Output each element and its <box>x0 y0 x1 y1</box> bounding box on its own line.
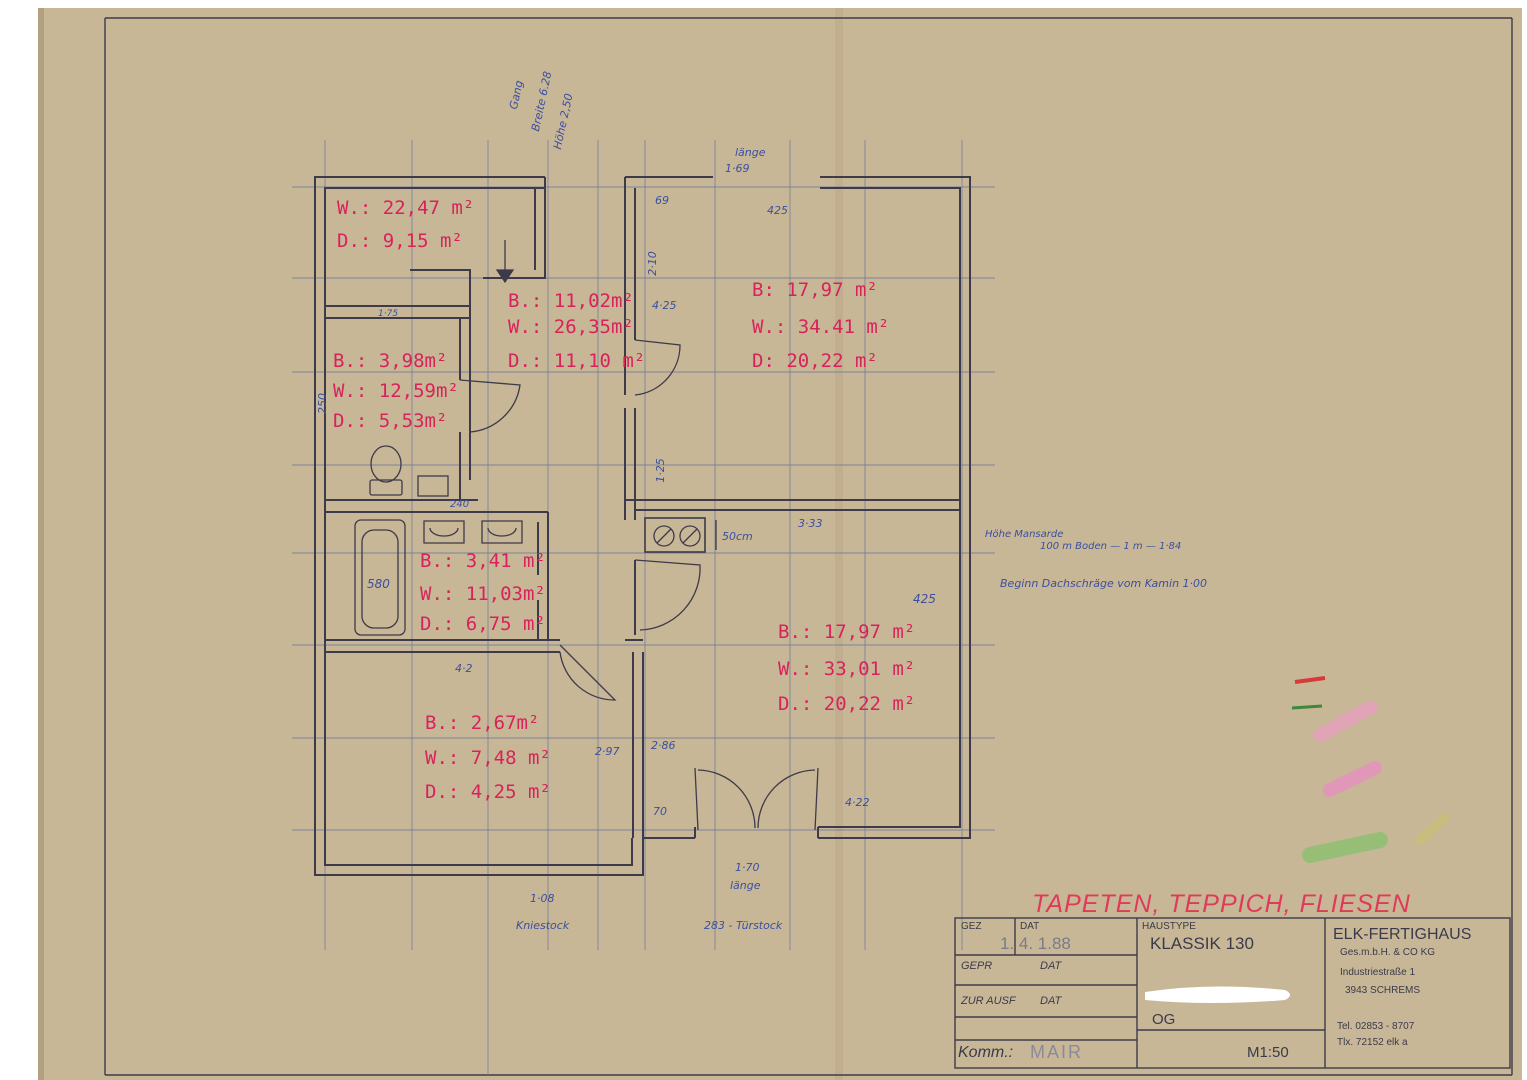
materials-title: TAPETEN, TEPPICH, FLIESEN <box>1032 890 1411 918</box>
note-label: 283 - Türstock <box>704 919 783 932</box>
gez-date-value: 1. 4. 1.88 <box>1000 934 1071 953</box>
company-tlx: Tlx. 72152 elk a <box>1337 1037 1408 1048</box>
komm-label: Komm.: <box>958 1044 1014 1061</box>
company-sub: Ges.m.b.H. & CO KG <box>1340 947 1436 958</box>
dimension-label: 250 <box>316 393 329 414</box>
room-area-line: W.: 11,03m² <box>420 583 546 605</box>
dimension-label: 4·22 <box>845 796 870 809</box>
dimension-label: 70 <box>653 805 667 818</box>
company-name: ELK-FERTIGHAUS <box>1333 926 1472 943</box>
note-label: 100 m Boden — 1 m — 1·84 <box>1040 541 1182 552</box>
wc-basin <box>417 475 449 497</box>
haustype-label: HAUSTYPE <box>1142 921 1196 932</box>
room-area-line: B.: 11,02m² <box>508 290 634 312</box>
room-area-line: D.: 4,25 m² <box>425 781 551 803</box>
sink-2 <box>481 520 523 544</box>
room-area-line: W.: 34.41 m² <box>752 316 890 338</box>
room-area-line: D.: 20,22 m² <box>778 693 916 715</box>
dimension-label: 2·86 <box>651 739 676 752</box>
bathtub-inner <box>361 529 399 629</box>
room-area-line: D.: 5,53m² <box>333 410 448 432</box>
room-area-line: B: 17,97 m² <box>752 279 878 301</box>
room-area-line: B.: 17,97 m² <box>778 621 916 643</box>
room-area-line: B.: 3,41 m² <box>420 550 546 572</box>
paper-left-edge <box>38 8 44 1080</box>
dimension-label: 1·25 <box>653 458 667 483</box>
dimension-label: 3·33 <box>798 517 823 530</box>
zur-ausf-dat-label: DAT <box>1040 995 1062 1007</box>
color-swatches <box>1291 676 1450 863</box>
company-city: 3943 SCHREMS <box>1345 985 1421 996</box>
floor-label: OG <box>1152 1011 1176 1028</box>
stove-burner-2 <box>679 525 701 547</box>
company-tel: Tel. 02853 - 8707 <box>1337 1021 1415 1032</box>
dimension-label: 425 <box>767 204 788 217</box>
dimension-label: 69 <box>655 194 669 207</box>
gez-label: GEZ <box>961 921 982 932</box>
room-area-line: D.: 11,10 m² <box>508 350 646 372</box>
note-label: Beginn Dachschräge vom Kamin 1·00 <box>1000 577 1208 590</box>
dimension-label: 1·75 <box>378 309 399 319</box>
dimension-label: 4·2 <box>455 662 473 675</box>
room-area-line: W.: 26,35m² <box>508 316 634 338</box>
gepr-label: GEPR <box>961 960 993 972</box>
room-area-line: D.: 9,15 m² <box>337 230 463 252</box>
room-area-line: W.: 22,47 m² <box>337 197 475 219</box>
toilet-tank <box>369 479 403 496</box>
sink-1 <box>423 520 465 544</box>
dimension-label: 2·97 <box>595 745 620 758</box>
haustype-value: KLASSIK 130 <box>1150 934 1254 953</box>
toilet-bowl <box>370 445 402 483</box>
company-street: Industriestraße 1 <box>1340 967 1416 978</box>
scale-label: M1:50 <box>1247 1044 1289 1061</box>
komm-value: MAIR <box>1030 1042 1083 1062</box>
paper-fold-shade <box>835 8 843 1080</box>
note-label: Kniestock <box>516 919 570 932</box>
dimension-label: 4·25 <box>652 299 677 312</box>
sheet-frame <box>104 17 1513 1076</box>
bathtub <box>354 519 406 636</box>
room-area-line: B.: 2,67m² <box>425 712 540 734</box>
note-label: länge <box>735 146 766 159</box>
walls <box>314 176 971 876</box>
gez-dat-label: DAT <box>1020 921 1040 932</box>
room-area-line: B.: 3,98m² <box>333 350 448 372</box>
fixtures <box>354 240 717 636</box>
room-area-line: W.: 33,01 m² <box>778 658 916 680</box>
dimension-label: 425 <box>913 592 936 606</box>
room-area-line: D.: 6,75 m² <box>420 613 546 635</box>
room-area-line: W.: 12,59m² <box>333 380 459 402</box>
dimension-label: 50cm <box>722 530 753 543</box>
redaction-mark <box>1145 986 1290 1003</box>
dimension-label: 1·70 <box>735 861 760 874</box>
title-block-lines <box>954 917 1511 1069</box>
note-label: Höhe Mansarde <box>985 529 1064 540</box>
zur-ausf-label: ZUR AUSF <box>961 995 1016 1007</box>
stove-burner-1 <box>653 525 675 547</box>
gepr-dat-label: DAT <box>1040 960 1062 972</box>
dimension-label: 240 <box>450 499 470 510</box>
dimension-label: 2·10 <box>645 251 659 276</box>
room-area-line: D: 20,22 m² <box>752 350 878 372</box>
room-area-line: W.: 7,48 m² <box>425 747 551 769</box>
door-swings <box>459 339 819 831</box>
dimension-label: 1·69 <box>725 162 750 175</box>
dimension-label: 580 <box>367 577 390 591</box>
dimension-label: 1·08 <box>530 892 555 905</box>
dimension-label: länge <box>730 879 761 892</box>
